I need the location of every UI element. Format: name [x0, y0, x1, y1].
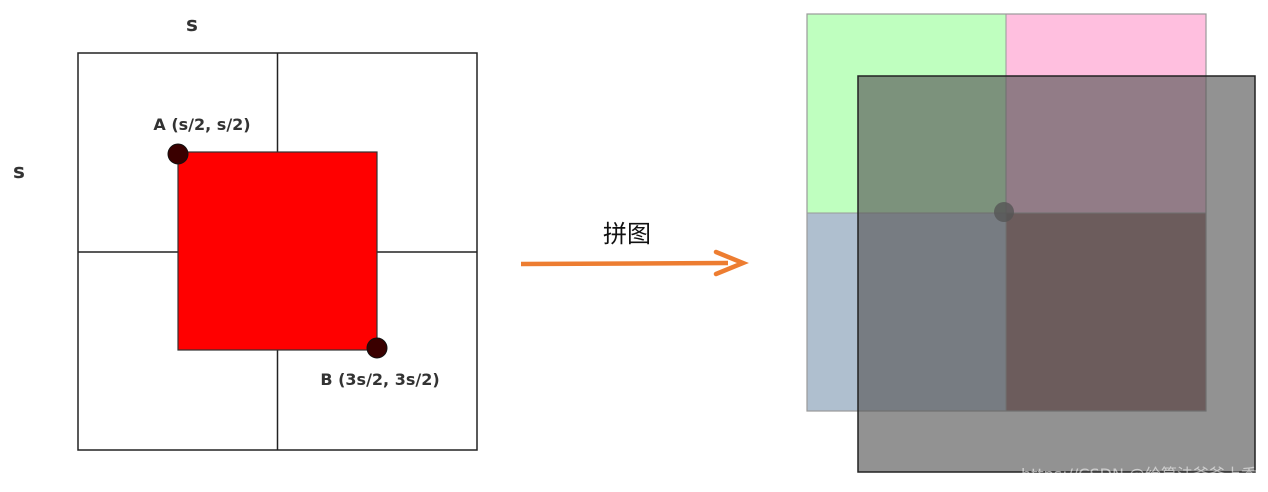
point-b-label: B (3s/2, 3s/2): [320, 370, 439, 389]
watermark: https://CSDN @给算法爸爸上香: [1021, 465, 1257, 484]
crop-region: [177, 151, 378, 351]
arrow-shaft: [520, 260, 729, 267]
point-a-label: A (s/2, s/2): [153, 115, 250, 134]
arrow-head: [713, 249, 749, 277]
arrow-label: 拼图: [603, 220, 651, 248]
crop-overlay: [857, 75, 1256, 473]
point-a-marker: [167, 143, 189, 165]
transform-arrow: 拼图: [520, 220, 749, 277]
point-b-marker: [366, 337, 388, 359]
side-dimension-label: s: [13, 159, 25, 183]
mosaic-center-point: [994, 202, 1014, 222]
source-grid: s s A (s/2, s/2) B (3s/2, 3s/2): [13, 12, 478, 451]
mosaic-result: [806, 13, 1256, 473]
top-dimension-label: s: [186, 12, 198, 36]
